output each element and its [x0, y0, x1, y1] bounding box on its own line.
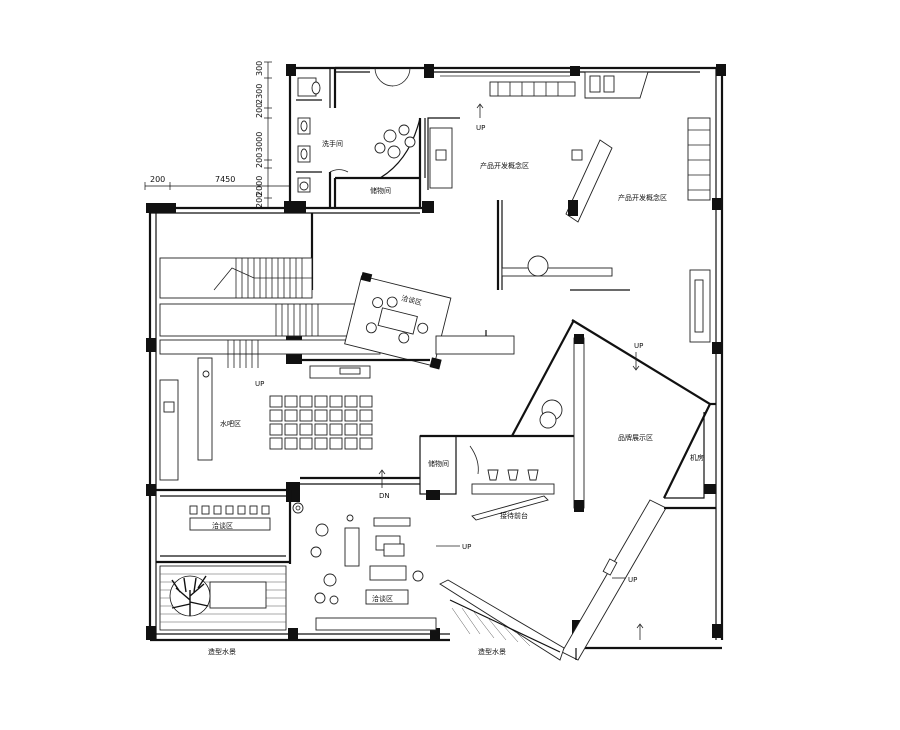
marker-up5: UP: [628, 576, 637, 584]
dim-v-2000: 2000: [255, 176, 264, 196]
label-brand-zone: 品牌展示区: [618, 433, 653, 442]
label-storage-mid: 储物间: [428, 459, 449, 468]
label-washroom: 洗手间: [322, 139, 343, 148]
dimension-lines: 200 7450 300 2300 200 3000 200 2000 200: [144, 61, 291, 209]
label-machine-room: 机房: [690, 453, 704, 462]
marker-dn: DN: [379, 492, 390, 500]
label-meeting-left: 洽谈区: [212, 521, 233, 530]
product-zone: 产品开发概念区 产品开发概念区 UP: [427, 71, 711, 343]
water-feature-left: 造型水景: [159, 565, 287, 656]
meeting-center: 洽谈区: [344, 272, 452, 370]
label-storage-top: 储物间: [370, 186, 391, 195]
dim-v-200c: 200: [255, 193, 264, 208]
marker-up3: UP: [462, 543, 471, 551]
meeting-bottom: 洽谈区 DN UP: [292, 469, 471, 631]
water-feature-right: 造型水景: [451, 607, 531, 656]
tree-icon: [169, 575, 211, 617]
dim-v-3000: 3000: [255, 132, 264, 152]
label-meeting-bottom: 洽谈区: [372, 594, 393, 603]
dim-v-200b: 200: [255, 153, 264, 168]
dim-v-300: 300: [255, 61, 264, 76]
label-reception: 接待前台: [500, 511, 528, 520]
meeting-left: 洽谈区: [156, 488, 292, 564]
dim-v-2300: 2300: [255, 84, 264, 104]
label-water-feature-right: 造型水景: [478, 647, 506, 656]
label-product-zone-1: 产品开发概念区: [480, 161, 529, 170]
washroom-block: 洗手间 储物间: [296, 66, 426, 208]
marker-up1: UP: [476, 124, 485, 132]
brand-zone: 品牌展示区 UP 机房 UP: [439, 319, 716, 661]
dim-v-200a: 200: [255, 103, 264, 118]
label-water-bar: 水吧区: [220, 419, 241, 428]
label-water-feature-left: 造型水景: [208, 647, 236, 656]
marker-up2: UP: [255, 380, 264, 388]
storage-reception: 储物间 接待前台: [419, 434, 574, 521]
marker-up4: UP: [634, 342, 643, 350]
label-product-zone-2: 产品开发概念区: [618, 193, 667, 202]
dim-h-7450: 7450: [215, 175, 235, 184]
dim-h-200: 200: [150, 175, 165, 184]
stairs-block: UP: [159, 213, 381, 388]
center-corridor: [296, 330, 515, 362]
water-bar: 水吧区: [159, 357, 373, 481]
seat-grid: [269, 395, 373, 450]
